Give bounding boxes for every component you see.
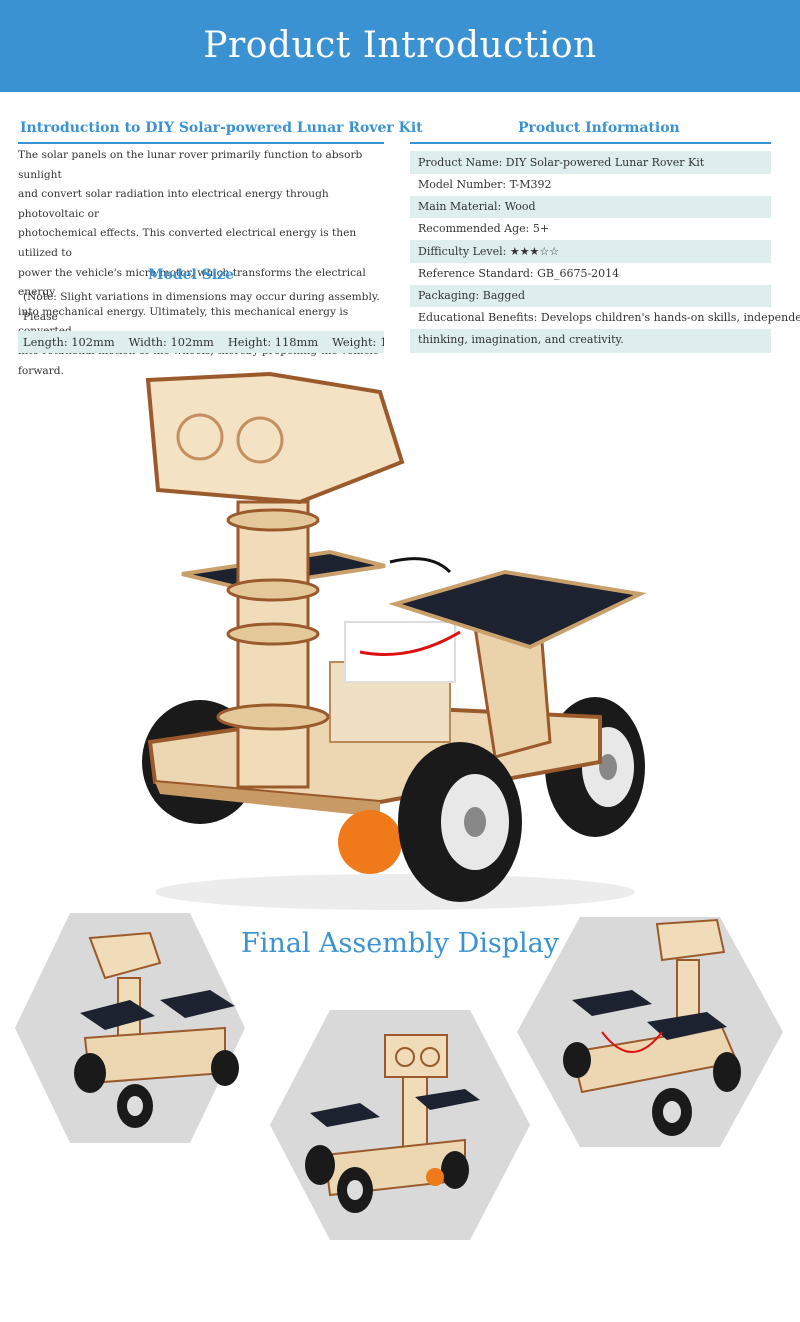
intro-line: photochemical effects. This converted el… xyxy=(18,227,357,259)
reference-standard-text: Reference Standard: GB_6675-2014 xyxy=(418,267,620,280)
info-row-reference-standard: Reference Standard: GB_6675-2014 xyxy=(410,263,771,285)
eye-right xyxy=(236,416,284,464)
length-value: Length: 102mm xyxy=(23,335,115,349)
packaging-text: Packaging: Bagged xyxy=(418,289,526,302)
intro-line: and convert solar radiation into electri… xyxy=(18,188,329,220)
info-row-educational-benefits: Educational Benefits: Develops children'… xyxy=(410,307,800,353)
intro-line: The solar panels on the lunar rover prim… xyxy=(18,149,363,181)
info-row-model-number: Model Number: T-M392 xyxy=(410,174,771,196)
difficulty-label: Difficulty Level: xyxy=(418,245,507,258)
final-assembly-title: Final Assembly Display xyxy=(240,928,560,959)
banner-title: Product Introduction xyxy=(203,25,597,66)
solar-panel-right xyxy=(388,569,647,650)
educational-line: Educational Benefits: Develops children'… xyxy=(418,311,800,324)
rover-head xyxy=(145,371,405,505)
main-material-text: Main Material: Wood xyxy=(418,200,536,213)
intro-divider xyxy=(18,142,384,144)
height-value: Height: 118mm xyxy=(227,335,319,349)
weight-value: Weight: 105g xyxy=(332,335,384,349)
orange-gear xyxy=(338,810,402,874)
assembly-photo-2 xyxy=(270,1010,530,1240)
info-row-difficulty: Difficulty Level: ★★★☆☆ xyxy=(410,240,771,263)
intro-line: power the vehicle's micro motor, which t… xyxy=(18,266,366,299)
tire-front-left xyxy=(398,742,522,902)
product-info-divider xyxy=(410,142,771,144)
educational-line: thinking, imagination, and creativity. xyxy=(418,333,624,346)
info-row-main-material: Main Material: Wood xyxy=(410,196,771,218)
product-info-heading: Product Information xyxy=(518,120,680,136)
product-name-text: Product Name: DIY Solar-powered Lunar Ro… xyxy=(418,156,705,169)
width-value: Width: 102mm xyxy=(128,335,214,349)
page-banner: Product Introduction xyxy=(0,0,800,92)
eye-left xyxy=(176,413,224,461)
difficulty-stars: ★★★☆☆ xyxy=(509,245,560,258)
assembly-photo-3 xyxy=(517,917,783,1147)
lunar-rover-hero-image xyxy=(142,371,647,910)
note-line: (Note: Slight variations in dimensions m… xyxy=(23,291,380,323)
assembly-photo-1 xyxy=(15,913,245,1143)
dimensions-bar: Length: 102mm Width: 102mm Height: 118mm We… xyxy=(18,331,384,353)
model-size-heading: Model Size xyxy=(148,267,235,283)
info-row-product-name: Product Name: DIY Solar-powered Lunar Ro… xyxy=(410,151,771,174)
info-row-recommended-age: Recommended Age: 5+ xyxy=(410,218,771,240)
model-number-text: Model Number: T-M392 xyxy=(418,178,552,191)
info-row-packaging: Packaging: Bagged xyxy=(410,285,771,307)
recommended-age-text: Recommended Age: 5+ xyxy=(418,222,550,235)
intro-heading: Introduction to DIY Solar-powered Lunar … xyxy=(20,120,423,136)
